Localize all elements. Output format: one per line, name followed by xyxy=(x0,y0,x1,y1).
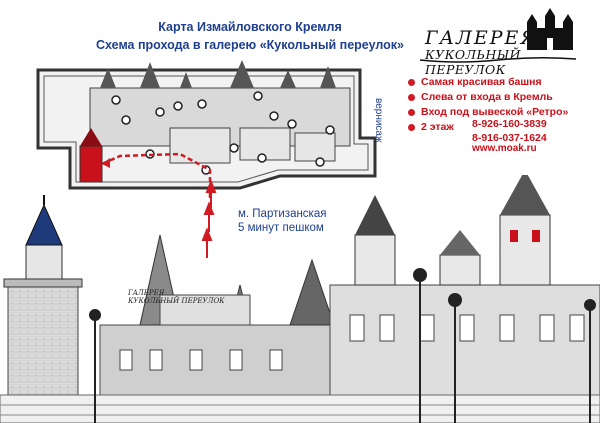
vernissage-text: вернисаж xyxy=(373,98,384,143)
metro-station: м. Партизанская xyxy=(238,208,327,220)
route-arrows xyxy=(201,180,217,258)
logo-line1: ГАЛЕРЕЯ xyxy=(425,27,538,49)
phone-number[interactable]: 8-926-160-3839 xyxy=(472,118,547,130)
feature-item: Вход под вывеской «Ретро» xyxy=(405,105,600,119)
metro-label: м. Партизанская 5 минут пешком xyxy=(238,207,326,235)
map-title-line1: Карта Измайловского Кремля xyxy=(158,20,342,34)
kremlin-collage xyxy=(0,175,600,423)
metro-walk-time: 5 минут пешком xyxy=(238,222,324,234)
logo-swash-icon xyxy=(419,56,577,63)
vernissage-label: вернисаж xyxy=(372,98,386,178)
gallery-logo: ГАЛЕРЕЯ КУКОЛЬНЫЙ ПЕРЕУЛОК xyxy=(425,27,565,77)
collage-logo-line2: КУКОЛЬНЫЙ ПЕРЕУЛОК xyxy=(128,297,225,305)
logo-line2: КУКОЛЬНЫЙ ПЕРЕУЛОК xyxy=(425,47,522,77)
phone-list: 8-926-160-3839 8-916-037-1624 xyxy=(472,117,547,145)
feature-item: Самая красивая башня xyxy=(405,75,600,89)
phone-number[interactable]: 8-916-037-1624 xyxy=(472,132,547,144)
feature-list: Самая красивая башня Слева от входа в Кр… xyxy=(405,75,600,135)
feature-item: Слева от входа в Кремль xyxy=(405,90,600,104)
collage-logo-line1: ГАЛЕРЕЯ xyxy=(128,289,165,297)
map-title-line2: Схема прохода в галерею «Кукольный переу… xyxy=(95,38,404,52)
collage-logo: ГАЛЕРЕЯ КУКОЛЬНЫЙ ПЕРЕУЛОК xyxy=(128,289,225,305)
kremlin-map xyxy=(36,60,377,198)
website-link[interactable]: www.moak.ru xyxy=(472,143,537,154)
logo-castle-icon xyxy=(527,8,573,50)
map-title: Карта Измайловского Кремля Схема прохода… xyxy=(90,18,410,54)
feature-item: 2 этаж xyxy=(405,120,600,134)
